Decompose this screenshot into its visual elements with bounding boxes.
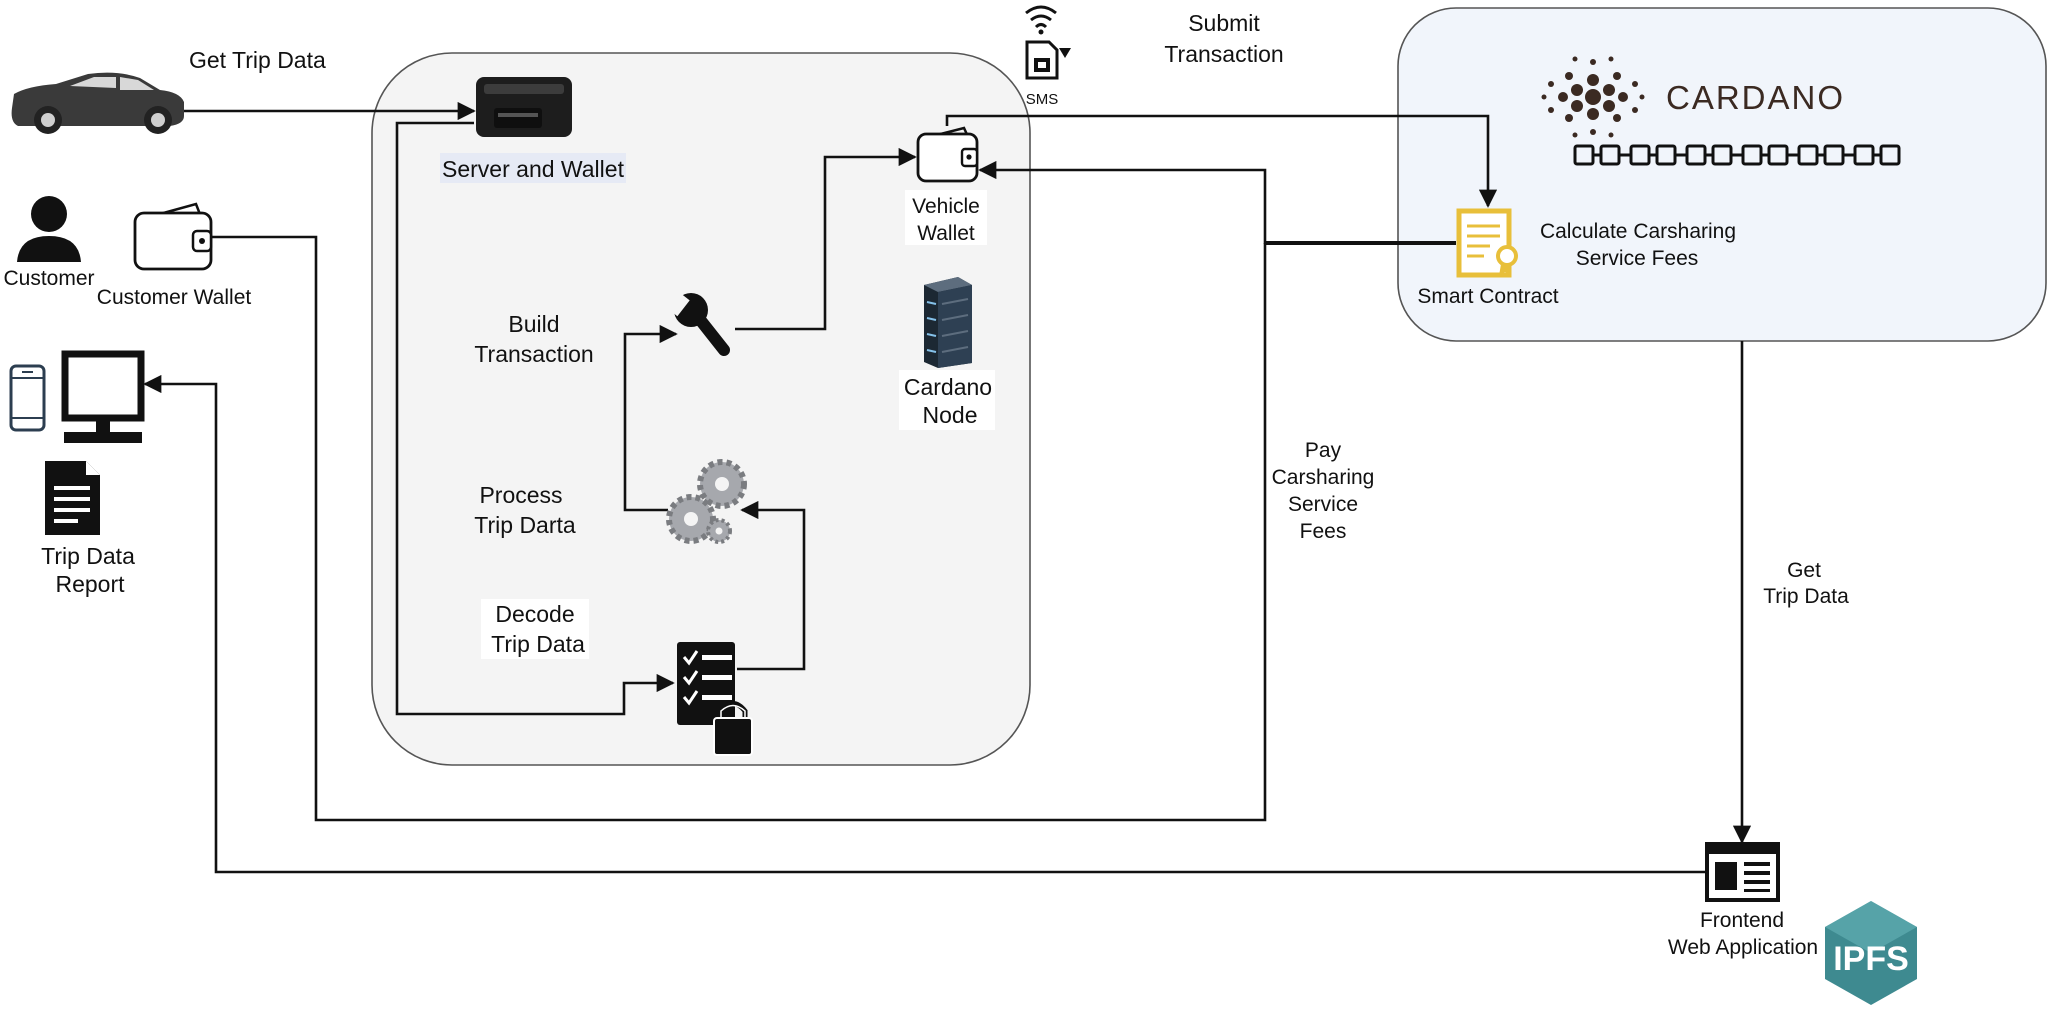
vehicle-wallet-label-line2: Wallet bbox=[917, 222, 975, 245]
cardano-node-label-bg bbox=[899, 370, 995, 430]
vehicle-wallet-label-line1: Vehicle bbox=[912, 195, 980, 218]
cardano-blockchain-container bbox=[1397, 7, 2047, 342]
vehicle-wallet-label-bg bbox=[905, 190, 987, 245]
customer-wallet-label: Customer Wallet bbox=[97, 286, 252, 309]
desktop-monitor-icon bbox=[61, 350, 145, 443]
get-trip-data-right-label-line2: Trip Data bbox=[1763, 585, 1849, 608]
obd-device-icon bbox=[476, 77, 572, 137]
cardano-logo-icon bbox=[1541, 56, 1645, 138]
ipfs-label: IPFS bbox=[1833, 940, 1909, 978]
process-trip-label-line1: Process bbox=[479, 482, 562, 508]
server-rack-icon bbox=[924, 277, 972, 368]
gears-icon bbox=[666, 459, 747, 544]
server-and-wallet-label: Server and Wallet bbox=[442, 156, 625, 182]
calc-fees-label-line1: Calculate Carsharing bbox=[1540, 220, 1736, 243]
submit-transaction-label-line2: Transaction bbox=[1164, 41, 1283, 67]
pay-fees-label-line1: Pay bbox=[1305, 439, 1342, 462]
flow-customer-wallet-payment bbox=[212, 235, 1267, 822]
certificate-icon bbox=[1456, 208, 1518, 278]
vehicle-wallet-icon bbox=[916, 126, 979, 183]
person-icon bbox=[17, 196, 81, 262]
get-trip-data-top-label: Get Trip Data bbox=[189, 47, 326, 73]
build-transaction-label-line1: Build bbox=[508, 311, 559, 337]
sms-label: SMS bbox=[1026, 91, 1059, 108]
blockchain-icon bbox=[1573, 144, 1901, 166]
smart-contract-label: Smart Contract bbox=[1417, 285, 1558, 308]
build-transaction-label-line2: Transaction bbox=[474, 341, 593, 367]
flow-frontend-to-monitor bbox=[143, 374, 1706, 874]
decode-trip-label-line1: Decode bbox=[495, 601, 574, 627]
sim-card-icon bbox=[1025, 40, 1071, 80]
flow-contract-to-vehicle-wallet bbox=[978, 160, 1267, 244]
process-trip-label-line2: Trip Darta bbox=[474, 512, 576, 538]
pay-fees-label-line2: Carsharing bbox=[1272, 466, 1375, 489]
car-icon bbox=[11, 72, 184, 134]
get-trip-data-right-label-line1: Get bbox=[1787, 559, 1821, 582]
smartphone-icon bbox=[9, 364, 46, 432]
calc-fees-label-line2: Service Fees bbox=[1576, 247, 1699, 270]
frontend-label-line1: Frontend bbox=[1700, 909, 1784, 932]
decode-label-highlight bbox=[481, 599, 589, 659]
checklist-lock-icon bbox=[677, 642, 753, 756]
trip-data-report-label-line2: Report bbox=[55, 571, 125, 597]
vehicle-unit-container bbox=[371, 52, 1031, 766]
cardano-node-label-line1: Cardano bbox=[904, 374, 992, 400]
decode-trip-label-line2: Trip Data bbox=[491, 631, 585, 657]
customer-label: Customer bbox=[3, 267, 94, 290]
customer-wallet-icon bbox=[133, 202, 213, 271]
browser-window-icon bbox=[1705, 842, 1780, 902]
ipfs-logo-icon bbox=[1825, 901, 1917, 1005]
flow-process-to-build bbox=[623, 324, 678, 512]
submit-transaction-label-line1: Submit bbox=[1188, 10, 1260, 36]
cardano-brand-label: CARDANO bbox=[1666, 79, 1845, 116]
flow-build-to-vehicle-wallet bbox=[735, 147, 917, 331]
flow-server-to-decode bbox=[395, 121, 675, 716]
server-label-highlight bbox=[440, 153, 626, 183]
trip-data-report-label-line1: Trip Data bbox=[41, 543, 135, 569]
pay-fees-label-line3: Service bbox=[1288, 493, 1358, 516]
wrench-icon bbox=[667, 292, 730, 356]
pay-fees-label-line4: Fees bbox=[1300, 520, 1347, 543]
flow-decode-to-process bbox=[737, 500, 806, 671]
frontend-label-line2: Web Application bbox=[1668, 936, 1818, 959]
flow-submit-transaction bbox=[945, 114, 1498, 208]
document-icon bbox=[45, 461, 100, 535]
cardano-node-label-line2: Node bbox=[923, 402, 978, 428]
wifi-icon bbox=[1025, 5, 1057, 35]
